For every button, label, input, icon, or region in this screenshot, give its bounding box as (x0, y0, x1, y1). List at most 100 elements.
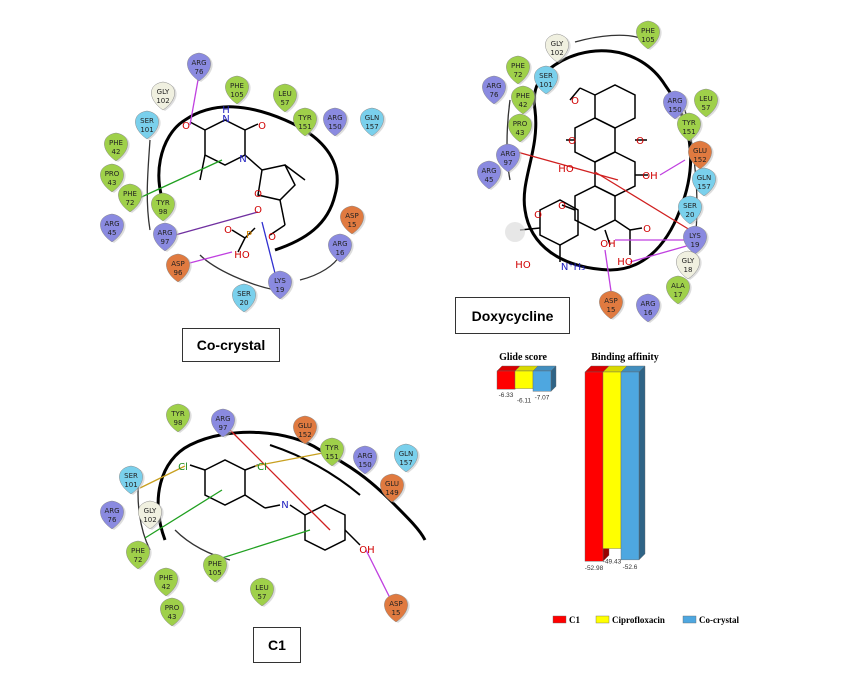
residue-number: 42 (112, 148, 121, 156)
glide-bars: -6.33-6.11-7.07 (496, 365, 557, 405)
residue-name: PHE (109, 139, 123, 147)
legend-item: C1 (552, 615, 580, 625)
legend-item: Ciprofloxacin (595, 615, 665, 625)
residue-number: 102 (156, 97, 169, 105)
residue-name: LEU (255, 584, 268, 592)
residue-name: PHE (516, 92, 530, 100)
residue-number: 18 (684, 266, 693, 274)
residue-name: LEU (699, 95, 712, 103)
residue-number: 97 (161, 238, 170, 246)
residue-name: ASP (345, 212, 358, 220)
residue-number: 16 (336, 249, 345, 257)
atom-label: N (239, 154, 246, 165)
residue-number: 76 (108, 516, 117, 524)
halogen-bond-line (254, 451, 329, 467)
hbond-line (604, 249, 613, 299)
bar-value-label: -6.11 (517, 398, 532, 405)
residue-name: LEU (278, 90, 291, 98)
residue-name: ARG (486, 82, 501, 90)
residue-number: 20 (686, 211, 695, 219)
residue-name: PHE (123, 190, 137, 198)
residue-name: ASP (604, 297, 617, 305)
doxycycline-ligand (519, 84, 648, 262)
residue-name: TYR (681, 119, 696, 127)
residue-name: ARG (327, 114, 342, 122)
legend-swatch (682, 615, 697, 624)
residue-name: GLY (551, 40, 564, 48)
residue-number: 20 (240, 299, 249, 307)
residue-name: SER (237, 290, 251, 298)
residue-number: 105 (230, 91, 243, 99)
residue-name: ARG (667, 97, 682, 105)
backbone-trace (506, 99, 511, 181)
residue-name: GLY (157, 88, 170, 96)
cocrystal-label: Co-crystal (182, 328, 280, 362)
backbone-trace (299, 254, 341, 281)
atom-label: O (643, 224, 651, 235)
residue-name: GLY (144, 507, 157, 515)
atom-label: O (182, 121, 190, 132)
cocrystal-ligand (189, 119, 306, 253)
residue-name: TYR (324, 444, 339, 452)
residue-number: 57 (281, 99, 290, 107)
residue-number: 150 (668, 106, 681, 114)
residue-number: 157 (697, 183, 710, 191)
residue-name: GLN (365, 114, 380, 122)
residue-number: 76 (195, 68, 204, 76)
atom-label: O (534, 210, 542, 221)
chart-title: Glide score (499, 352, 547, 363)
residue-number: 97 (219, 424, 228, 432)
doxycycline-interaction-panel: O O O OH HO O O OH O HO HO N⁺H₃ GLY102PH… (477, 20, 720, 323)
residue-number: 43 (108, 179, 117, 187)
residue-name: ARG (640, 300, 655, 308)
solvent-exposure-marker (505, 222, 525, 242)
residue-name: GLU (298, 422, 312, 430)
residue-name: GLN (697, 174, 712, 182)
residue-name: ARG (104, 507, 119, 515)
atom-label: N⁺H₃ (561, 262, 585, 273)
residue-name: ARG (500, 150, 515, 158)
residue-number: 96 (174, 269, 183, 277)
residue-number: 76 (490, 91, 499, 99)
atom-label: O (636, 136, 644, 147)
residue-number: 151 (325, 453, 338, 461)
residue-name: PRO (513, 120, 528, 128)
residue-name: ARG (357, 452, 372, 460)
residue-name: GLU (693, 147, 707, 155)
residue-number: 72 (126, 199, 135, 207)
residue-name: PRO (105, 170, 120, 178)
atom-label: OH (600, 239, 615, 250)
residue-number: 157 (365, 123, 378, 131)
atom-label: H (222, 105, 230, 116)
residue-name: ARG (157, 229, 172, 237)
residue-number: 101 (124, 481, 137, 489)
residue-number: 102 (550, 49, 563, 57)
residue-number: 149 (385, 489, 398, 497)
binding-pocket-outline (269, 444, 361, 496)
residue-number: 72 (134, 556, 143, 564)
backbone-trace (146, 139, 151, 231)
